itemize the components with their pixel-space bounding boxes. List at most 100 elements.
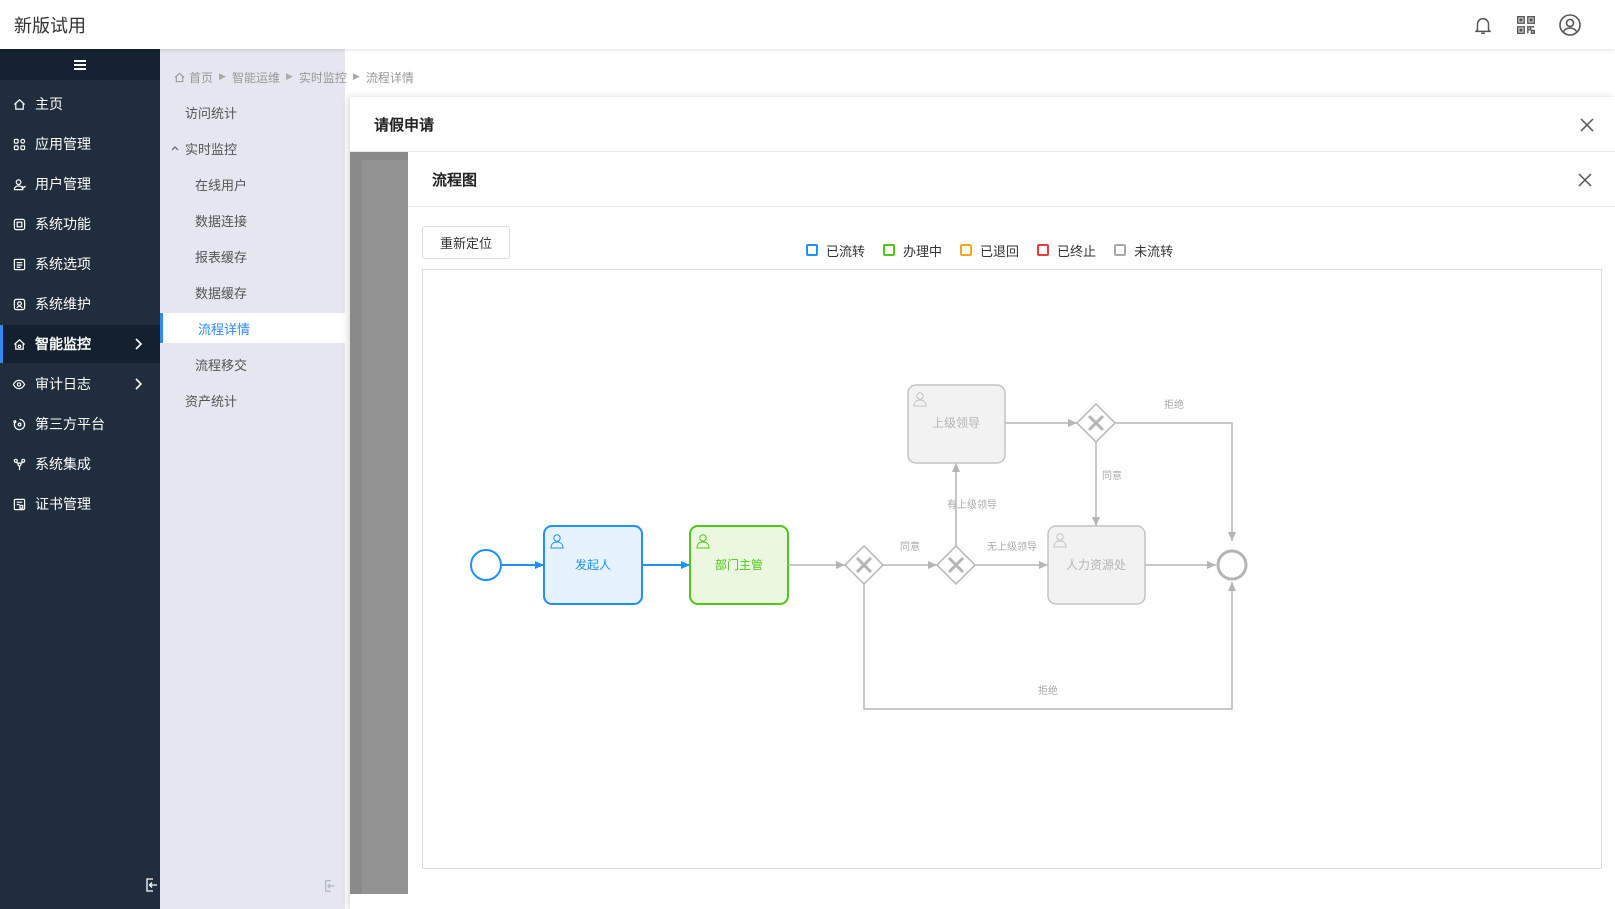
- submenu-panel: 访问统计 实时监控 在线用户 数据连接 报表缓存 数据缓存 流程详情 流程移交 …: [160, 49, 345, 909]
- legend-label: 已流转: [826, 244, 866, 260]
- sidebar-item-label: 系统选项: [35, 257, 91, 273]
- legend-item-processing: 办理中: [883, 241, 942, 260]
- sidebar-item-options[interactable]: 系统选项: [0, 245, 160, 283]
- breadcrumb: 首页 ▶ 智能运维 ▶ 实时监控 ▶ 流程详情: [174, 68, 414, 86]
- flow-edge: [1115, 422, 1236, 541]
- apps-icon: [12, 137, 26, 151]
- end-event[interactable]: [1216, 549, 1248, 581]
- exclusive-gateway[interactable]: [843, 544, 885, 586]
- submenu-item-label: 实时监控: [185, 142, 238, 158]
- edge-label: 拒绝: [1164, 398, 1184, 411]
- submenu-item-label: 访问统计: [185, 106, 238, 122]
- submenu-item-process-transfer[interactable]: 流程移交: [160, 349, 345, 379]
- submenu-item-label: 报表缓存: [195, 250, 248, 266]
- breadcrumb-item[interactable]: 首页: [189, 70, 214, 85]
- edge-label: 拒绝: [1038, 684, 1058, 697]
- submenu-item-label: 数据连接: [195, 214, 248, 230]
- breadcrumb-separator-icon: ▶: [285, 72, 293, 82]
- sidebar-item-label: 系统维护: [35, 297, 91, 313]
- task-node-initiator[interactable]: 发起人: [543, 525, 643, 605]
- sidebar-item-label: 主页: [35, 97, 63, 113]
- dialog-header: 请假申请: [350, 97, 1615, 152]
- close-icon[interactable]: [1576, 171, 1594, 189]
- menu-toggle-button[interactable]: [0, 49, 160, 80]
- sidebar-item-label: 系统功能: [35, 217, 91, 233]
- home-icon: [12, 97, 26, 111]
- legend-item-terminated: 已终止: [1037, 241, 1096, 260]
- flowchart-canvas[interactable]: 发起人 部门主管 同意: [422, 269, 1602, 869]
- sidebar-item-home[interactable]: 主页: [0, 85, 160, 123]
- sidebar-item-functions[interactable]: 系统功能: [0, 205, 160, 243]
- sidebar-item-label: 第三方平台: [35, 417, 105, 433]
- platform-icon: [12, 417, 26, 431]
- sidebar: 主页 应用管理 用户管理 系统功能 系统选项 系统维护 智能监控 审计日志 第三…: [0, 49, 160, 909]
- submenu-item-visit-stats[interactable]: 访问统计: [160, 97, 345, 127]
- qrcode-icon[interactable]: [1513, 12, 1539, 38]
- legend-label: 已终止: [1057, 244, 1097, 260]
- task-node-hr[interactable]: 人力资源处: [1047, 525, 1146, 605]
- submenu-item-report-cache[interactable]: 报表缓存: [160, 241, 345, 271]
- breadcrumb-separator-icon: ▶: [219, 72, 226, 82]
- maintenance-icon: [12, 297, 26, 311]
- legend-item-done: 已流转: [806, 241, 865, 260]
- user-circle-icon[interactable]: [1557, 12, 1583, 38]
- legend-swatch: [806, 244, 818, 256]
- start-event[interactable]: [470, 549, 502, 581]
- integration-icon: [12, 457, 26, 471]
- dialog-title: 流程图: [432, 171, 478, 189]
- submenu-item-online-users[interactable]: 在线用户: [160, 169, 345, 199]
- collapse-sidebar-icon[interactable]: [144, 877, 160, 893]
- legend-swatch: [960, 244, 973, 256]
- home-icon: [174, 72, 185, 82]
- breadcrumb-item[interactable]: 实时监控: [298, 70, 347, 85]
- submenu-item-label: 流程移交: [195, 358, 248, 374]
- submenu-item-asset-stats[interactable]: 资产统计: [160, 385, 345, 415]
- sidebar-item-monitor[interactable]: 智能监控: [0, 325, 160, 363]
- sidebar-item-apps[interactable]: 应用管理: [0, 125, 160, 163]
- eye-icon: [12, 377, 26, 391]
- node-label: 人力资源处: [1066, 558, 1126, 572]
- legend-swatch: [883, 244, 896, 256]
- breadcrumb-item[interactable]: 智能运维: [231, 70, 280, 85]
- status-legend: 已流转 办理中 已退回 已终止 未流转: [806, 240, 1191, 260]
- dialog-header: 流程图: [408, 152, 1615, 207]
- task-node-superior[interactable]: 上级领导: [907, 384, 1006, 464]
- node-label: 上级领导: [932, 416, 980, 430]
- dialog-title: 请假申请: [374, 116, 435, 134]
- close-icon[interactable]: [1578, 116, 1596, 134]
- submenu-item-label: 资产统计: [185, 394, 238, 410]
- certificate-icon: [12, 497, 26, 511]
- submenu-item-data-cache[interactable]: 数据缓存: [160, 277, 345, 307]
- collapse-submenu-icon[interactable]: [323, 879, 337, 893]
- submenu-item-realtime-monitor[interactable]: 实时监控: [160, 133, 345, 163]
- top-header: 新版试用: [0, 0, 1615, 49]
- sidebar-item-label: 审计日志: [35, 377, 91, 393]
- legend-label: 办理中: [903, 244, 943, 260]
- sidebar-item-label: 系统集成: [35, 457, 91, 473]
- sidebar-item-label: 证书管理: [35, 497, 91, 513]
- task-node-dept-manager[interactable]: 部门主管: [689, 525, 789, 605]
- flow-edge: [863, 582, 1236, 710]
- sidebar-item-users[interactable]: 用户管理: [0, 165, 160, 203]
- overlay-mask-inner: [362, 160, 408, 894]
- submenu-item-label: 数据缓存: [195, 286, 248, 302]
- exclusive-gateway[interactable]: [935, 544, 977, 586]
- monitor-icon: [12, 337, 26, 351]
- sidebar-item-certificates[interactable]: 证书管理: [0, 485, 160, 523]
- sidebar-item-integration[interactable]: 系统集成: [0, 445, 160, 483]
- breadcrumb-item[interactable]: 流程详情: [365, 70, 414, 85]
- sidebar-item-audit[interactable]: 审计日志: [0, 365, 160, 403]
- bell-icon[interactable]: [1470, 12, 1496, 38]
- legend-swatch: [1114, 244, 1127, 256]
- node-label: 部门主管: [715, 557, 763, 572]
- exclusive-gateway[interactable]: [1075, 402, 1117, 444]
- node-label: 发起人: [575, 557, 611, 572]
- sidebar-item-thirdparty[interactable]: 第三方平台: [0, 405, 160, 443]
- sidebar-item-maintenance[interactable]: 系统维护: [0, 285, 160, 323]
- flowchart-dialog: 流程图 重新定位 已流转 办理中 已退回 已终止 未流转: [408, 152, 1615, 909]
- submenu-item-label: 在线用户: [195, 178, 248, 194]
- sidebar-item-label: 用户管理: [35, 177, 91, 193]
- relocate-button[interactable]: 重新定位: [422, 226, 510, 259]
- submenu-item-data-connections[interactable]: 数据连接: [160, 205, 345, 235]
- submenu-item-process-details[interactable]: 流程详情: [160, 313, 345, 343]
